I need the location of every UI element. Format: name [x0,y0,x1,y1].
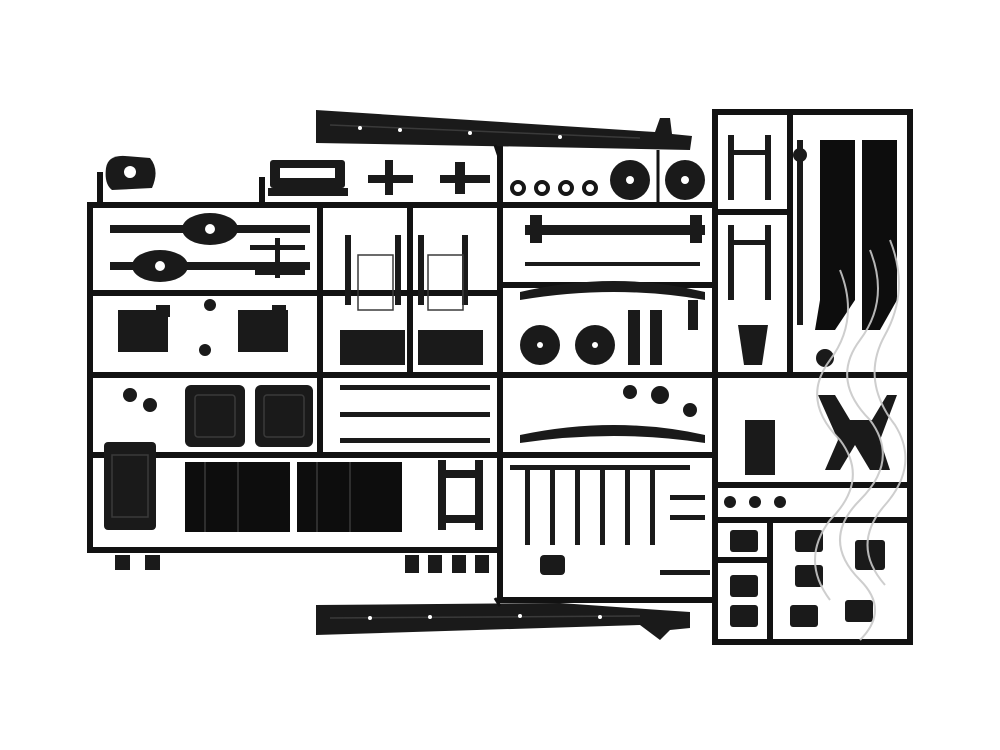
small-clips [123,299,216,412]
suspension-frame-2 [418,235,483,365]
tie-rod [525,262,700,266]
small-blocks [115,555,160,570]
frame-rail-insert-2 [862,140,897,330]
bracket-plate-left [118,305,170,352]
hook-rings [510,180,598,196]
bracket-plate-right [238,305,288,352]
shock-mount-ladder [438,460,483,530]
frame-rail-insert-1 [815,140,855,330]
watermark-graphic [814,239,907,641]
spring-hangers [405,555,489,573]
lever-parts [660,495,710,575]
cab-mount-blocks [730,530,885,627]
step-frame-1 [728,135,771,200]
drive-shaft [793,140,807,325]
small-gears [623,385,697,417]
rear-axle-housing-1 [110,213,310,245]
small-linkage-parts [250,238,305,278]
battery-box-lid-2 [255,385,313,447]
tall-bracket [745,420,775,475]
comb-parts [510,465,690,545]
air-horn-part [105,155,156,190]
step-frame-2 [728,225,771,300]
round-knobs [724,496,786,508]
leaf-spring-2 [520,425,705,443]
fuel-tank-1 [185,462,290,532]
cross-bolt-parts [368,160,490,195]
cross-member [818,395,897,470]
battery-box-lid-1 [185,385,245,447]
brake-drum-part [610,150,705,205]
fuel-tank-2 [297,462,402,532]
suspension-frame-1 [340,235,405,365]
pump-part [540,555,565,575]
sprue-frame [87,109,913,645]
linkage-rods [340,385,490,443]
tool-box-part [104,442,156,530]
front-axle-beam [525,215,705,243]
grille-insert-part [268,160,348,196]
rear-axle-housing-2 [110,250,310,282]
leaf-spring-1 [520,281,705,300]
mud-flap-brackets [738,325,834,367]
chassis-rail-top [316,110,692,161]
shock-absorbers [628,300,698,365]
chassis-rail-bottom [316,597,690,640]
hub-discs [520,325,615,365]
